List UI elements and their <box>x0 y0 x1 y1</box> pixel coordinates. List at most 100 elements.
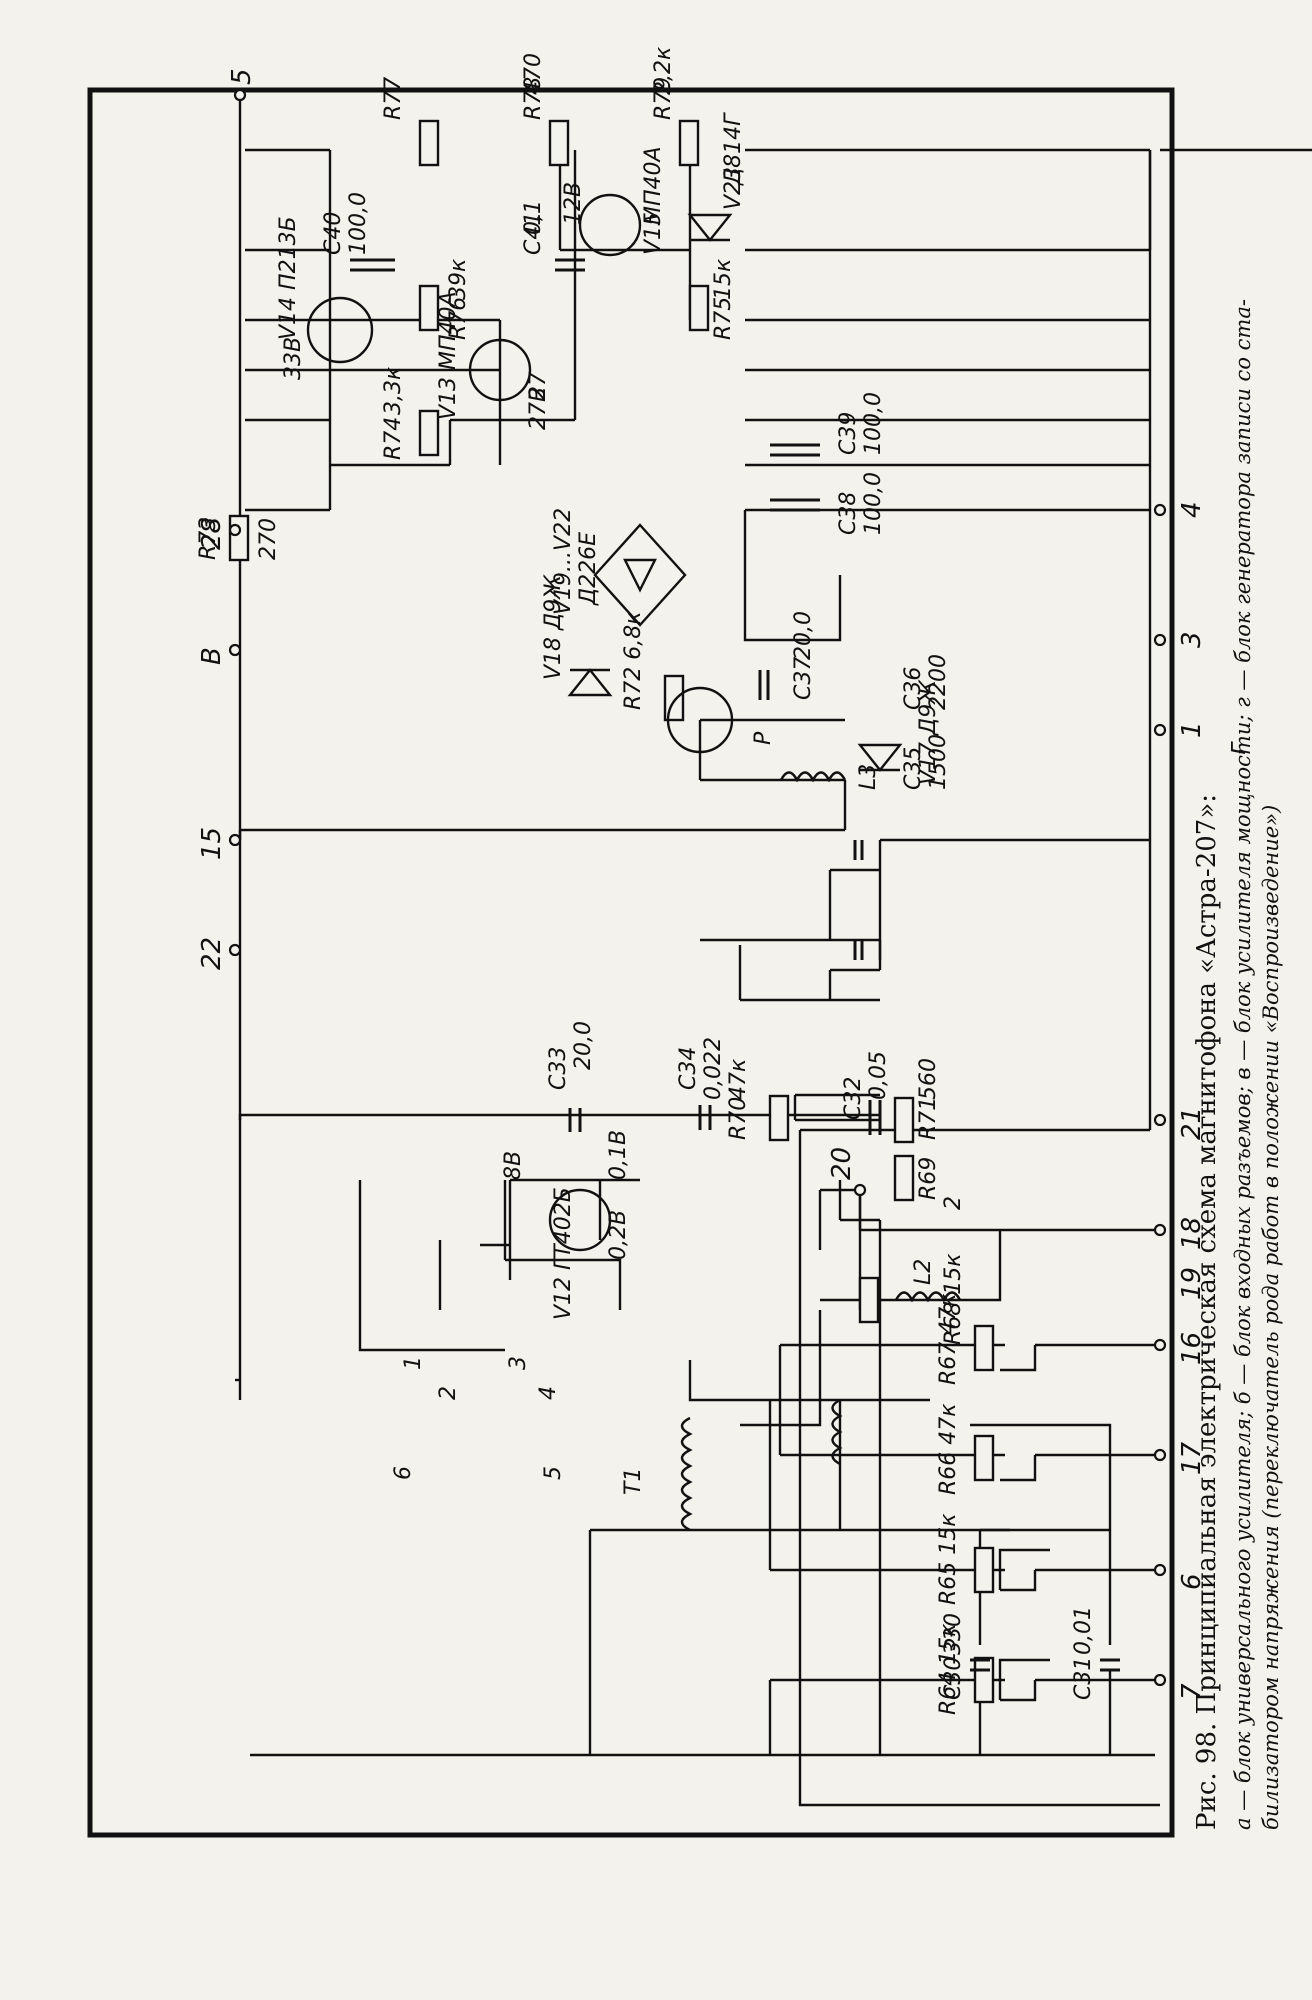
winding-6: 6 <box>391 1466 416 1480</box>
r70-body <box>768 1094 790 1142</box>
terminal-1: 1 <box>1177 721 1207 738</box>
l3-coil <box>779 771 847 783</box>
v15-symbol <box>578 193 642 257</box>
label-c40-val: 100,0 <box>346 192 371 255</box>
label-t1: T1 <box>621 1468 646 1495</box>
label-r71-val: 560 <box>916 1058 941 1100</box>
label-r73: R73 <box>196 517 221 560</box>
label-r65: R65 15к <box>936 1513 961 1605</box>
c37-symbol <box>758 670 770 700</box>
voltage-0-2v: 0,2В <box>606 1210 631 1260</box>
label-v15: V15 <box>641 212 666 255</box>
winding-1: 1 <box>401 1356 426 1370</box>
terminal-20: 20 <box>827 1147 857 1180</box>
label-r70: R70 <box>726 1097 751 1140</box>
label-c30: C30 <box>941 1657 966 1700</box>
label-r75: R75 <box>711 297 736 340</box>
voltage-0-1v: 0,1В <box>606 1130 631 1180</box>
label-v23: V23 <box>721 167 746 210</box>
winding-3: 3 <box>506 1356 531 1370</box>
v14-symbol <box>306 296 374 364</box>
label-r70-val: 47к <box>726 1058 751 1100</box>
terminal-4: 4 <box>1177 501 1207 518</box>
label-r71: R71 <box>916 1097 941 1140</box>
terminal-18: 18 <box>1177 1217 1207 1250</box>
label-r77: R77 <box>381 77 406 120</box>
label-c39: C39 <box>836 412 861 455</box>
r71-body <box>893 1096 915 1144</box>
voltage-27: 27 <box>526 372 551 400</box>
voltage-33v: 33В <box>281 337 306 380</box>
bridge-diode-mark <box>623 558 657 593</box>
label-v13: V13 МП40А <box>436 291 461 420</box>
label-c33: C33 <box>546 1047 571 1090</box>
label-r66: R66 47к <box>936 1403 961 1495</box>
c31-symbol <box>1100 1658 1120 1672</box>
label-r78: R78 <box>521 77 546 120</box>
terminal-v: В <box>197 647 227 665</box>
label-c39-val: 100,0 <box>861 392 886 455</box>
l2-coil <box>894 1291 962 1303</box>
winding-4: 4 <box>536 1386 561 1400</box>
block-label-g: г <box>1222 741 1252 755</box>
terminal-17: 17 <box>1177 1441 1207 1475</box>
voltage-12v: 12В <box>561 182 586 225</box>
label-c38: C38 <box>836 492 861 535</box>
label-r78-val: 470 <box>521 53 546 95</box>
component-symbols <box>228 119 995 1704</box>
v17-symbol <box>857 743 903 772</box>
r73-body <box>228 514 250 562</box>
transistor-symbols <box>306 193 903 1252</box>
label-c34: C34 <box>676 1047 701 1090</box>
r64-body <box>973 1656 995 1704</box>
label-c30-val: 330 <box>941 1613 966 1655</box>
r78-body <box>548 119 570 167</box>
c41-symbol <box>555 258 585 272</box>
component-labels: R64 15к R65 15к R66 47к R67 47к R68 15к … <box>196 46 1096 1715</box>
v18-symbol <box>567 668 613 697</box>
label-v23-type: Д814Г <box>721 112 746 186</box>
r79-body <box>678 119 700 167</box>
inductor-symbols <box>680 771 962 1532</box>
r65-body <box>973 1546 995 1594</box>
c32-symbol <box>868 1100 882 1135</box>
capacitor-symbols <box>350 258 1120 1672</box>
voltage-8v: 8В <box>501 1151 526 1180</box>
terminal-22: 22 <box>197 937 227 970</box>
r75-body <box>688 284 710 332</box>
label-r67: R67 47к <box>936 1293 961 1385</box>
label-c36-val: 2200 <box>926 654 951 710</box>
label-v12: V12 ГТ402Б <box>551 1187 576 1320</box>
winding-5: 5 <box>541 1466 566 1480</box>
t1-coil <box>831 1398 843 1466</box>
r76-body <box>418 284 440 332</box>
label-v19-22-type: Д226Е <box>576 532 601 606</box>
wiring <box>235 95 1312 1807</box>
c38-symbol <box>770 498 820 512</box>
v12-symbol <box>548 1188 612 1252</box>
label-c35: C35 <box>901 747 926 790</box>
label-r76-val: 39к <box>446 258 471 300</box>
r77-body <box>418 119 440 167</box>
label-r68: R68 15к <box>941 1253 966 1345</box>
label-c35-val: 1500 <box>926 734 951 790</box>
label-c31-val: 0,01 <box>1071 1606 1096 1655</box>
caption-title: Рис. 98. Принципиальная электрическая сх… <box>1192 794 1222 1830</box>
label-c34-val: 0,022 <box>701 1037 726 1100</box>
label-c36: C36 <box>901 667 926 710</box>
t1-primary <box>680 1416 693 1532</box>
terminal-21: 21 <box>1177 1107 1207 1140</box>
r66-body <box>973 1434 995 1482</box>
label-l3: L3 <box>856 764 881 790</box>
schematic-frame <box>87 87 1175 1838</box>
terminal-6: 6 <box>1177 1573 1207 1590</box>
bridge-symbol <box>593 523 687 627</box>
label-r73-val: 270 <box>256 518 281 560</box>
label-c37-val: 20,0 <box>791 611 816 660</box>
terminal-labels: 7 6 17 16 19 18 20 21 22 15 В 28 1 3 4 5… <box>197 68 1252 1700</box>
c35-symbol <box>853 940 864 960</box>
v13-symbol <box>468 338 532 402</box>
